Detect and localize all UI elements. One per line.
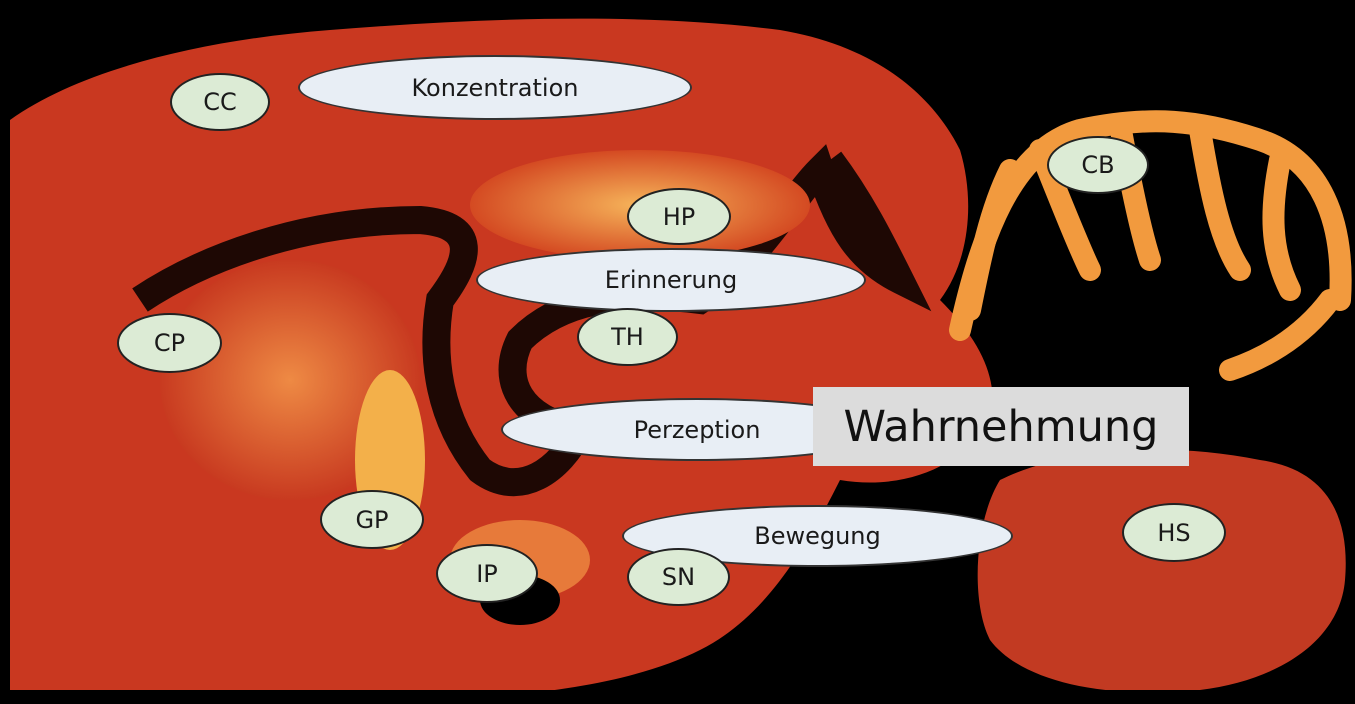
function-label-konzentration: Konzentration: [298, 55, 692, 120]
region-label-cp: CP: [117, 313, 222, 373]
region-label-sn: SN: [627, 548, 730, 606]
region-label-hp: HP: [627, 188, 731, 245]
bottom-edge: [0, 690, 1355, 704]
brainstem-shape: [978, 450, 1346, 693]
overlay-label-wahrnehmung: Wahrnehmung: [813, 387, 1189, 466]
region-label-th: TH: [577, 308, 678, 366]
region-label-cb: CB: [1047, 136, 1149, 194]
region-label-hs: HS: [1122, 503, 1226, 562]
region-label-gp: GP: [320, 490, 424, 549]
region-label-ip: IP: [436, 544, 538, 603]
region-label-cc: CC: [170, 73, 270, 131]
function-label-erinnerung: Erinnerung: [476, 248, 866, 312]
